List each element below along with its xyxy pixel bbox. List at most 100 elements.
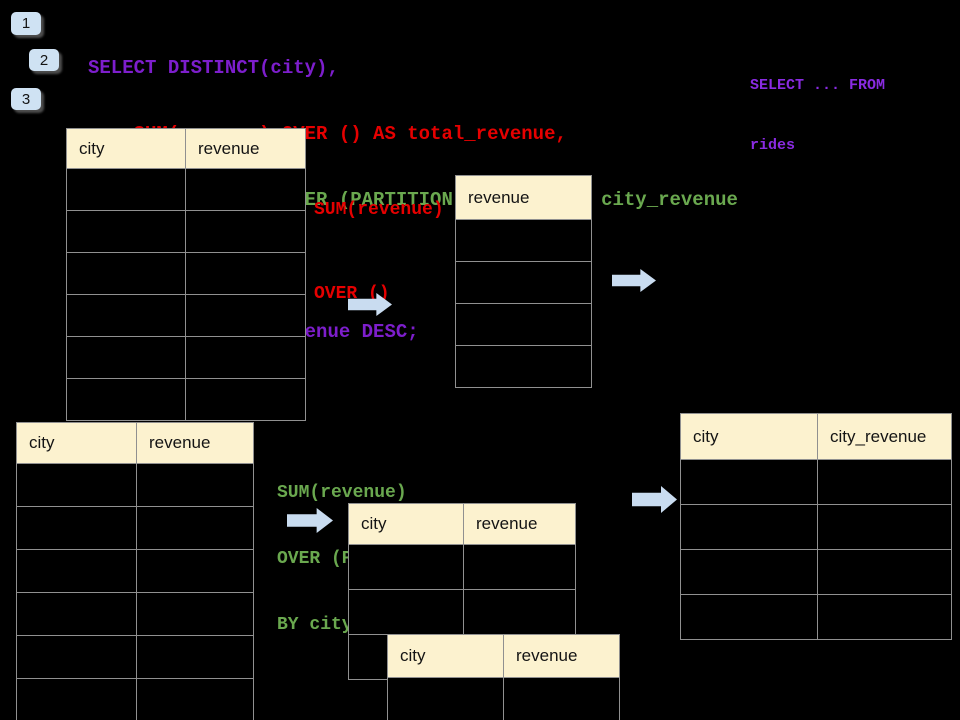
table-cell [455, 303, 592, 346]
table-cell [136, 592, 254, 636]
table-row [455, 303, 592, 346]
column-header-revenue: revenue [185, 128, 306, 169]
from-rides-note: SELECT ... FROM rides [750, 36, 885, 196]
table-header-row: city city_revenue [680, 413, 952, 460]
table-cell [16, 592, 137, 636]
from-note-line-2: rides [750, 137, 796, 154]
table-cell [348, 544, 464, 590]
table-row [680, 549, 952, 595]
column-header-city: city [348, 503, 464, 545]
table-cell [16, 678, 137, 720]
table-row [455, 345, 592, 388]
table-row [455, 261, 592, 304]
table-row [66, 378, 306, 421]
table-cell [817, 459, 952, 505]
column-header-city: city [66, 128, 186, 169]
column-header-revenue: revenue [136, 422, 254, 464]
table-city-revenue-result: city city_revenue [680, 413, 952, 640]
table-cell [817, 504, 952, 550]
column-header-city-revenue: city_revenue [817, 413, 952, 460]
table-cell [185, 378, 306, 421]
table-header-row: city revenue [16, 422, 254, 464]
table-cell [503, 677, 620, 720]
table-total-revenue-result: revenue [455, 175, 592, 388]
table-cell [680, 459, 818, 505]
table-cell [136, 549, 254, 593]
table-header-row: city revenue [348, 503, 576, 545]
table-row [66, 294, 306, 337]
table-cell [66, 168, 186, 211]
from-note-line-1: SELECT ... FROM [750, 77, 886, 94]
table-row [680, 594, 952, 640]
table-cell [136, 635, 254, 679]
table-cell [66, 294, 186, 337]
right-arrow-icon [348, 293, 392, 316]
table-header-row: revenue [455, 175, 592, 220]
table-cell [455, 261, 592, 304]
step-badge-1: 1 [11, 12, 41, 35]
column-header-city: city [680, 413, 818, 460]
table-cell [463, 544, 576, 590]
table-cell [16, 635, 137, 679]
table-source-top: city revenue [66, 128, 306, 421]
table-cell [680, 594, 818, 640]
table-source-bottom: city revenue [16, 422, 254, 720]
table-row [16, 549, 254, 593]
column-header-revenue: revenue [503, 634, 620, 678]
table-cell [66, 252, 186, 295]
table-cell [463, 589, 576, 635]
table-cell [185, 210, 306, 253]
table-cell [455, 219, 592, 262]
right-arrow-icon [287, 508, 333, 533]
right-arrow-icon [632, 486, 677, 513]
table-cell [185, 252, 306, 295]
table-row [66, 168, 306, 211]
table-header-row: city revenue [66, 128, 306, 169]
table-cell [455, 345, 592, 388]
table-row [16, 635, 254, 679]
step-badge-3: 3 [11, 88, 41, 110]
table-header-row: city revenue [387, 634, 620, 678]
table-row [16, 506, 254, 550]
table-cell [185, 294, 306, 337]
table-row [16, 678, 254, 720]
table-cell [680, 504, 818, 550]
column-header-revenue: revenue [455, 175, 592, 220]
table-row [680, 459, 952, 505]
table-partition-overlay: city revenue [387, 634, 620, 720]
table-cell [66, 378, 186, 421]
table-cell [136, 678, 254, 720]
table-cell [16, 549, 137, 593]
table-row [16, 463, 254, 507]
table-cell [185, 168, 306, 211]
table-row [348, 544, 576, 590]
step-badge-2: 2 [29, 49, 59, 71]
table-cell [387, 677, 504, 720]
table-cell [16, 463, 137, 507]
right-arrow-icon [612, 269, 656, 292]
annotation-line: SUM(revenue) [314, 200, 444, 220]
table-cell [680, 549, 818, 595]
table-row [16, 592, 254, 636]
table-cell [817, 549, 952, 595]
sql-line-select: SELECT DISTINCT(city), [88, 57, 339, 79]
table-row [66, 210, 306, 253]
table-cell [66, 210, 186, 253]
table-row [66, 336, 306, 379]
table-cell [136, 506, 254, 550]
table-row [66, 252, 306, 295]
table-cell [817, 594, 952, 640]
column-header-city: city [387, 634, 504, 678]
table-cell [136, 463, 254, 507]
column-header-revenue: revenue [463, 503, 576, 545]
table-cell [16, 506, 137, 550]
column-header-city: city [16, 422, 137, 464]
table-cell [348, 589, 464, 635]
table-cell [66, 336, 186, 379]
table-row [680, 504, 952, 550]
table-row [348, 589, 576, 635]
table-row [455, 219, 592, 262]
table-cell [185, 336, 306, 379]
annotation-sum-over-total: SUM(revenue) OVER () [314, 140, 444, 364]
